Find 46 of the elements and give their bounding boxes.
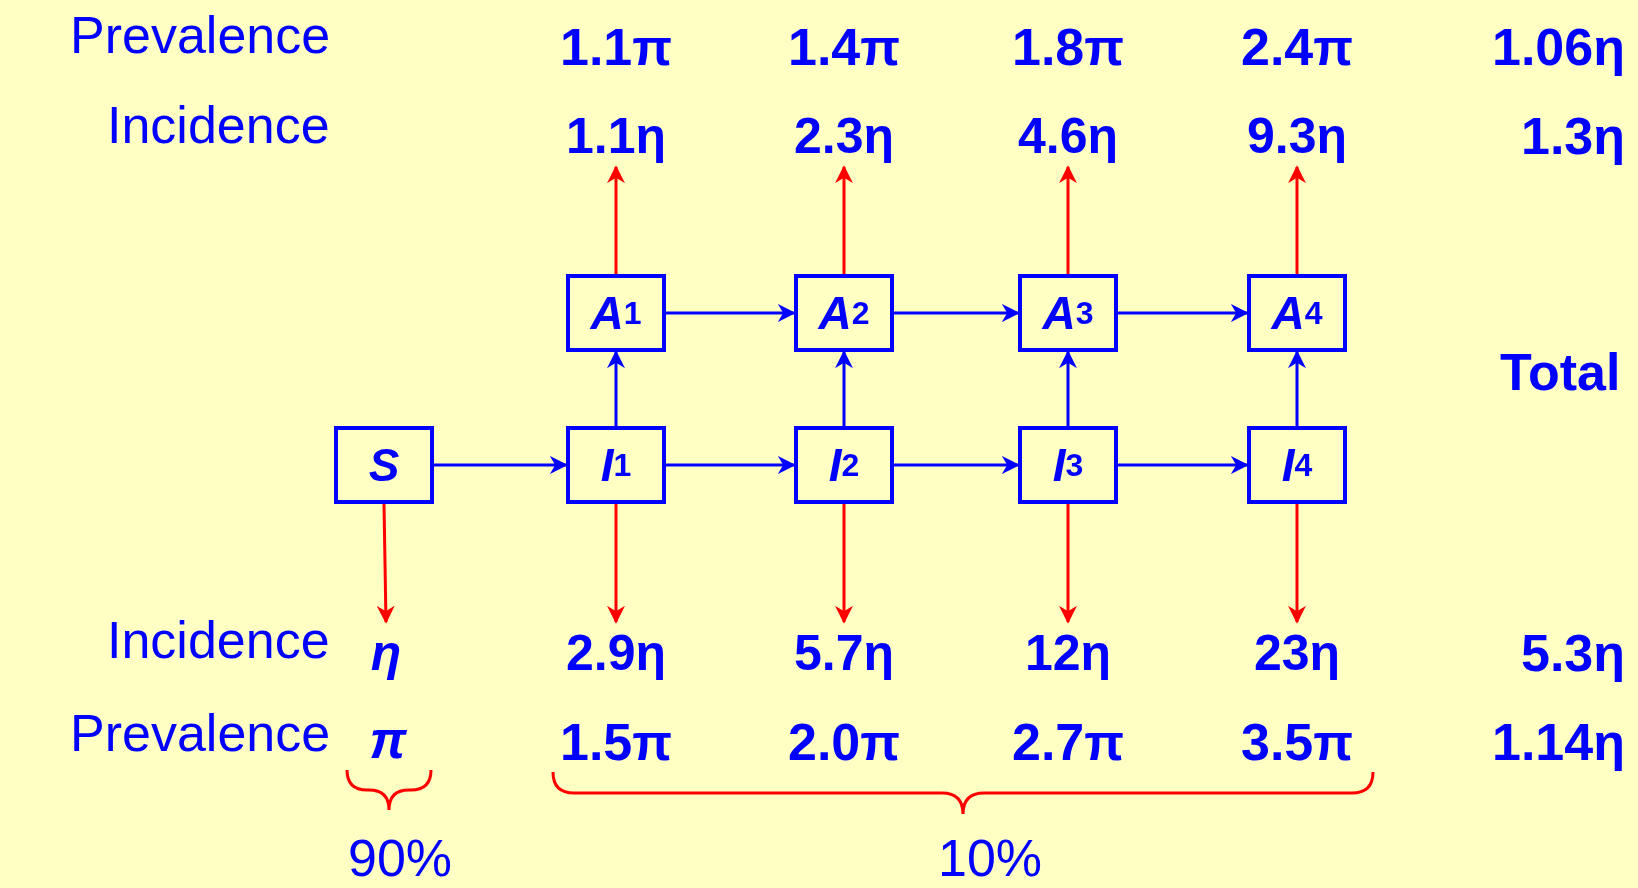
incidence-value: 1.1η [551, 105, 681, 167]
row-label: Incidence [107, 614, 330, 666]
arrow [835, 504, 853, 624]
prevalence-value: 3.5π [1241, 716, 1354, 768]
incidence-value: 2.3η [779, 105, 909, 167]
arrow [1288, 504, 1306, 624]
arrow [1288, 350, 1306, 426]
arrow [1059, 504, 1077, 624]
incidence-value: 9.3η [1232, 105, 1362, 167]
percentage-label: 10% [938, 832, 1043, 884]
incidence-value: 4.6η [1003, 105, 1133, 167]
arrow [835, 350, 853, 426]
arrow [1059, 165, 1077, 274]
incidence-value: 2.9η [551, 622, 681, 684]
row-label: Prevalence [70, 707, 331, 759]
prevalence-value: 1.5π [560, 716, 673, 768]
incidence-value: 12η [1003, 622, 1133, 684]
incidence-value: 23η [1232, 622, 1362, 684]
arrow [434, 456, 568, 474]
arrow [666, 456, 796, 474]
incidence-value: η [356, 622, 416, 684]
arrow [1288, 165, 1306, 274]
arrow [1059, 350, 1077, 426]
row-label: Prevalence [70, 9, 331, 61]
arrow [607, 350, 625, 426]
state-box: S [334, 426, 434, 504]
prevalence-value: 1.4π [788, 21, 901, 73]
prevalence-value: 2.0π [788, 716, 901, 768]
prevalence-value: π [369, 714, 407, 766]
arrow [666, 304, 796, 322]
prevalence-value: 2.4π [1241, 21, 1354, 73]
arrow [607, 165, 625, 274]
arrow [894, 304, 1020, 322]
percentage-label: 90% [348, 832, 453, 884]
prevalence-value: 2.7π [1012, 716, 1125, 768]
arrow [1118, 456, 1249, 474]
arrow [835, 165, 853, 274]
arrow [376, 503, 395, 624]
row-label: Incidence [107, 99, 330, 151]
prevalence-value: 1.8π [1012, 21, 1125, 73]
incidence-value: 5.7η [779, 622, 909, 684]
prevalence-value: 1.1π [560, 21, 673, 73]
column-heading: Total [1500, 346, 1621, 398]
arrow [1118, 304, 1249, 322]
arrow [607, 504, 625, 624]
arrow [894, 456, 1020, 474]
